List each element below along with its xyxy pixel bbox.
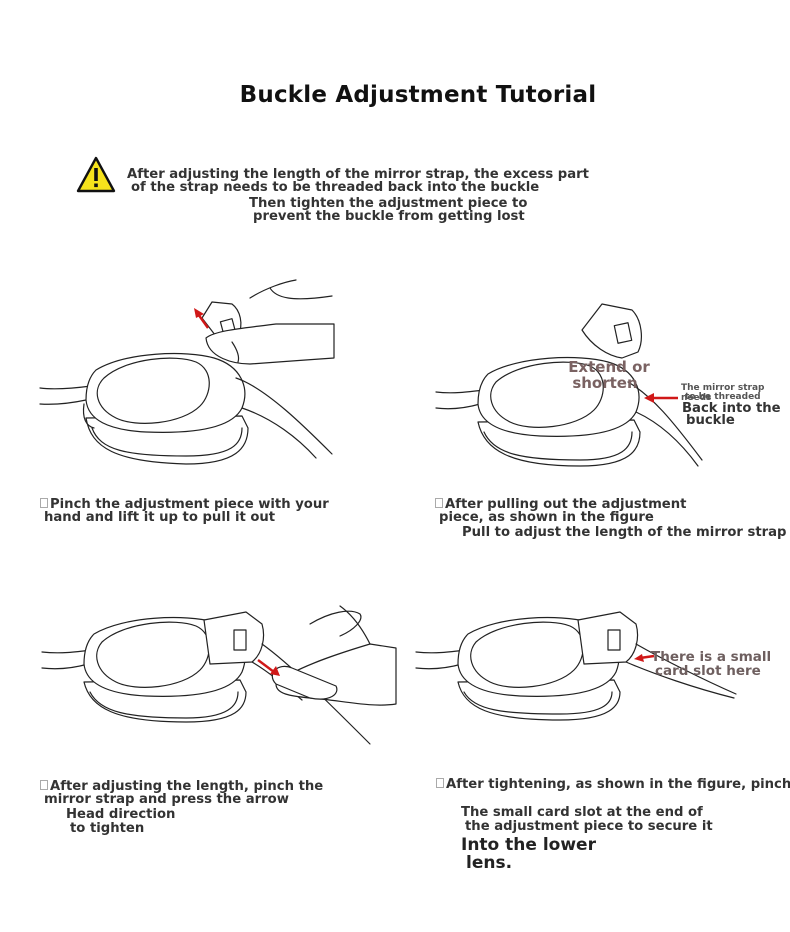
bullet-icon bbox=[40, 780, 48, 790]
back-label-2: buckle bbox=[686, 413, 735, 428]
goggle-illustration-step4 bbox=[415, 611, 737, 721]
thread-label-1: The mirror strap needs bbox=[681, 383, 765, 403]
bullet-icon bbox=[436, 778, 444, 788]
warning-line-2: of the strap needs to be threaded back i… bbox=[131, 180, 540, 195]
warning-line-1: After adjusting the length of the mirror… bbox=[127, 167, 589, 182]
bullet-icon bbox=[435, 498, 443, 508]
step2-line-3: Pull to adjust the length of the mirror … bbox=[462, 525, 787, 540]
step4-line-3: the adjustment piece to secure it bbox=[465, 819, 713, 834]
step3-line-2: mirror strap and press the arrow bbox=[44, 792, 289, 807]
step2-line-2: piece, as shown in the figure bbox=[439, 510, 654, 525]
step3-line-3: Head direction bbox=[66, 807, 176, 822]
goggle-illustration-step2 bbox=[435, 303, 703, 467]
warning-line-3: Then tighten the adjustment piece to bbox=[249, 196, 528, 211]
step2-line-1: After pulling out the adjustment bbox=[435, 498, 686, 512]
step4-line-5: lens. bbox=[466, 853, 513, 873]
step4-line-1: After tightening, as shown in the figure… bbox=[436, 778, 790, 792]
extend-label-1: Extend or bbox=[568, 358, 650, 376]
goggle-illustration-step3 bbox=[41, 605, 397, 745]
step3-line-4: to tighten bbox=[70, 821, 145, 836]
slot-label-2: card slot here bbox=[655, 663, 761, 679]
step1-line-2: hand and lift it up to pull it out bbox=[44, 510, 276, 525]
step1-line-1: Pinch the adjustment piece with your bbox=[40, 498, 329, 512]
extend-label-2: shorten bbox=[572, 374, 638, 392]
page-title: Buckle Adjustment Tutorial bbox=[239, 82, 597, 108]
step4-line-4: Into the lower bbox=[461, 835, 596, 855]
bullet-icon bbox=[40, 498, 48, 508]
warning-icon bbox=[76, 156, 116, 193]
thread-label-2: to be threaded bbox=[685, 392, 761, 402]
goggle-illustration-step1 bbox=[39, 279, 335, 465]
step4-line-2: The small card slot at the end of bbox=[461, 805, 703, 820]
slot-label-1: There is a small bbox=[651, 649, 772, 665]
warning-line-4: prevent the buckle from getting lost bbox=[253, 209, 525, 224]
step3-line-1: After adjusting the length, pinch the bbox=[40, 780, 323, 794]
back-label-1: Back into the bbox=[682, 401, 781, 416]
